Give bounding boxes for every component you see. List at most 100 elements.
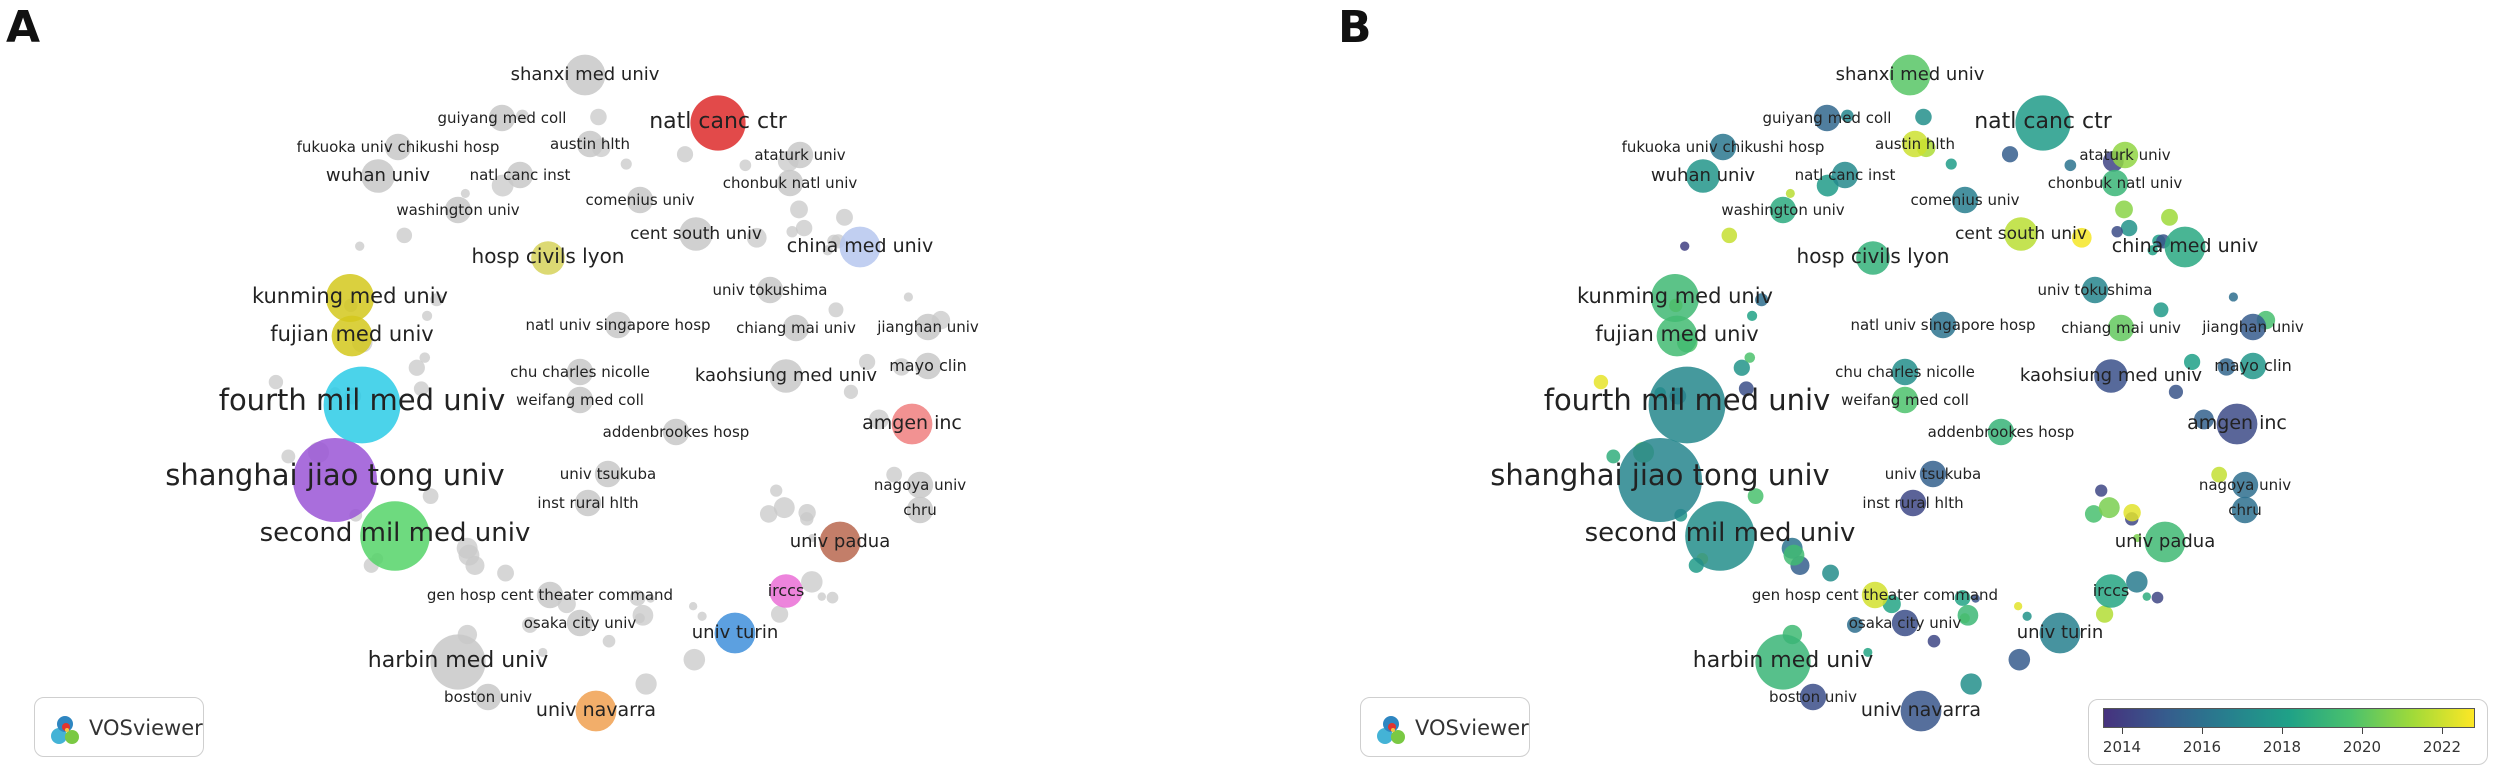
node-natl-univ-singapore-hosp[interactable]: [604, 311, 632, 339]
minor-node[interactable]: [795, 219, 813, 237]
minor-node[interactable]: [413, 381, 429, 397]
minor-node[interactable]: [1785, 188, 1795, 199]
node-shanghai-jiao-tong-univ[interactable]: [1618, 438, 1702, 522]
node-gen-hosp-cent-theater-command[interactable]: [536, 581, 564, 609]
node-chru[interactable]: [906, 496, 934, 524]
minor-node[interactable]: [1747, 488, 1764, 504]
minor-node[interactable]: [516, 109, 529, 123]
minor-node[interactable]: [2147, 245, 2158, 256]
minor-node[interactable]: [1738, 381, 1754, 397]
node-washington-univ[interactable]: [1769, 196, 1797, 224]
node-second-mil-med-univ[interactable]: [360, 501, 430, 571]
node-irccs[interactable]: [769, 574, 803, 608]
minor-node[interactable]: [843, 384, 859, 399]
node-univ-navarra[interactable]: [1900, 690, 1942, 732]
minor-node[interactable]: [886, 466, 903, 483]
node-boston-univ[interactable]: [474, 683, 502, 711]
minor-node[interactable]: [2142, 592, 2151, 601]
node-chonbuk-natl-univ[interactable]: [2101, 169, 2129, 197]
node-wuhan-univ[interactable]: [1686, 159, 1720, 193]
node-chiang-mai-univ[interactable]: [782, 314, 810, 342]
minor-node[interactable]: [1783, 544, 1805, 566]
minor-node[interactable]: [635, 673, 657, 695]
minor-node[interactable]: [2153, 302, 2169, 318]
node-austin-hlth[interactable]: [576, 130, 604, 158]
minor-node[interactable]: [676, 146, 694, 163]
minor-node[interactable]: [1957, 604, 1979, 626]
minor-node[interactable]: [2126, 571, 2148, 593]
node-natl-univ-singapore-hosp[interactable]: [1929, 311, 1957, 339]
node-univ-padua[interactable]: [2144, 521, 2186, 563]
node-hosp-civils-lyon[interactable]: [531, 241, 565, 275]
node-cent-south-univ[interactable]: [2004, 217, 2038, 251]
minor-node[interactable]: [746, 227, 767, 248]
minor-node[interactable]: [1915, 108, 1932, 126]
minor-node[interactable]: [408, 359, 425, 376]
node-boston-univ[interactable]: [1799, 683, 1827, 711]
node-china-med-univ[interactable]: [839, 226, 881, 268]
minor-node[interactable]: [521, 616, 538, 633]
minor-node[interactable]: [2095, 484, 2108, 497]
minor-node[interactable]: [2111, 225, 2123, 238]
minor-node[interactable]: [281, 449, 296, 464]
node-jianghan-univ[interactable]: [914, 313, 942, 341]
minor-node[interactable]: [2071, 227, 2092, 248]
minor-node[interactable]: [739, 159, 752, 172]
minor-node[interactable]: [2001, 146, 2019, 163]
minor-node[interactable]: [396, 227, 413, 244]
minor-node[interactable]: [1960, 673, 1982, 695]
minor-node[interactable]: [2161, 208, 2178, 226]
node-univ-padua[interactable]: [819, 521, 861, 563]
minor-node[interactable]: [858, 353, 876, 371]
minor-node[interactable]: [2014, 602, 2023, 611]
node-fujian-med-univ[interactable]: [1656, 315, 1698, 357]
minor-node[interactable]: [1841, 109, 1854, 123]
minor-node[interactable]: [817, 592, 826, 601]
node-irccs[interactable]: [2094, 574, 2128, 608]
minor-node[interactable]: [629, 590, 646, 606]
minor-node[interactable]: [836, 208, 853, 226]
node-mayo-clin[interactable]: [2239, 352, 2267, 380]
node-nagoya-univ[interactable]: [2231, 471, 2259, 499]
minor-node[interactable]: [1755, 293, 1769, 307]
node-gulyang-med-coll[interactable]: [1813, 104, 1841, 132]
node-jianghan-univ[interactable]: [2239, 313, 2267, 341]
minor-node[interactable]: [828, 302, 844, 318]
minor-node[interactable]: [1971, 594, 1980, 603]
minor-node[interactable]: [1846, 616, 1863, 633]
node-mayo-clin[interactable]: [914, 352, 942, 380]
node-gulyang-med-coll[interactable]: [488, 104, 516, 132]
node-univ-tsukuba[interactable]: [1919, 460, 1947, 488]
node-univ-tokushima[interactable]: [756, 276, 784, 304]
node-osaka-city-univ[interactable]: [566, 609, 594, 637]
node-hosp-civils-lyon[interactable]: [1856, 241, 1890, 275]
minor-node[interactable]: [422, 488, 439, 504]
node-kaohsiung-med-univ[interactable]: [2094, 359, 2128, 393]
node-natl-canc-inst[interactable]: [506, 161, 534, 189]
node-amgen-inc[interactable]: [2216, 403, 2258, 445]
node-univ-turin[interactable]: [2039, 612, 2081, 654]
node-fujian-med-univ[interactable]: [331, 315, 373, 357]
minor-node[interactable]: [590, 108, 607, 126]
minor-node[interactable]: [422, 310, 433, 321]
minor-node[interactable]: [790, 200, 808, 219]
minor-node[interactable]: [773, 497, 795, 519]
node-shanghai-jiao-tong-univ[interactable]: [293, 438, 377, 522]
node-addenbrookes-hosp[interactable]: [1987, 418, 2015, 446]
node-comenius-univ[interactable]: [1951, 186, 1979, 214]
node-univ-tsukuba[interactable]: [594, 460, 622, 488]
node-inst-rural-hlth[interactable]: [574, 489, 602, 517]
node-second-mil-med-univ[interactable]: [1685, 501, 1755, 571]
node-weifang-med-coll[interactable]: [566, 386, 594, 414]
node-natl-canc-ctr[interactable]: [690, 95, 746, 151]
minor-node[interactable]: [2084, 505, 2103, 523]
node-natl-canc-inst[interactable]: [1831, 161, 1859, 189]
node-kaohsiung-med-univ[interactable]: [769, 359, 803, 393]
minor-node[interactable]: [770, 484, 783, 497]
minor-node[interactable]: [602, 634, 616, 648]
minor-node[interactable]: [770, 605, 789, 623]
minor-node[interactable]: [798, 503, 816, 522]
node-harbin-med-univ[interactable]: [1755, 634, 1811, 690]
minor-node[interactable]: [460, 188, 470, 199]
minor-node[interactable]: [1606, 449, 1621, 464]
